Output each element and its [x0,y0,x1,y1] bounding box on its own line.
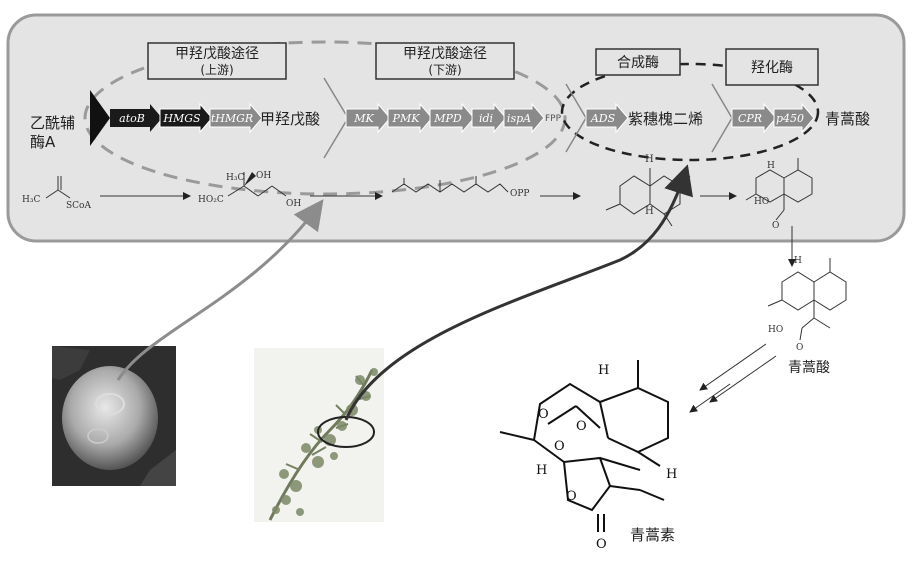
artemisinic-acid-h-label: H [794,256,802,266]
artemisinic-acid-o-label: O [796,343,803,353]
gene-idi: idi [471,102,507,134]
box-mva-upper: 甲羟戊酸途径 (上游) [147,42,287,80]
mva-lower-title: 甲羟戊酸途径 [403,45,487,62]
artemisinic-acid-ho-label: HO [768,325,783,335]
artemisinin-h-top: H [598,363,609,378]
svg-text:PMK: PMK [392,112,421,125]
intermediate-h-label: H [767,161,775,171]
artemisinin-label: 青蒿素 [630,526,675,544]
artemisinin-o-5: O [596,537,607,552]
gene-HMGS: HMGS [159,102,213,134]
svg-text:HMGS: HMGS [162,112,201,125]
acetyl-coa-structure [45,176,71,199]
mva-upper-subtitle: (上游) [200,63,233,77]
mva-oh1-label: OH [256,171,271,181]
mevalonate-label: 甲羟戊酸 [260,110,320,128]
amorph-h-top: H [645,154,654,165]
svg-text:tHMGR: tHMGR [211,112,253,125]
artemisinic-acid-lower-label: 青蒿酸 [788,360,830,376]
fpp-structure [391,183,509,193]
svg-text:ispA: ispA [507,112,531,125]
gene-MPD: MPD [429,102,475,134]
acetyl-coa-label-line1: 乙酰辅 [30,114,75,132]
promoter-triangle [90,90,110,146]
arrow-to-artemisinin-1 [699,343,767,391]
mevalonate-structure [227,172,287,197]
svg-text:MK: MK [353,112,374,125]
fpp-opp-label: OPP [510,189,530,199]
artemisinic-acid-label: 青蒿酸 [825,110,870,128]
intermediate-o-label: O [772,221,779,231]
artemisinin-o-3: O [554,439,565,454]
gene-atoB: atoB [110,104,162,132]
mva-upper-title: 甲羟戊酸途径 [175,45,259,62]
mva-h3c-label: H₃C [226,173,244,183]
artemisinin-h-right: H [666,467,677,482]
acetyl-coa-label-line2: 酶A [30,133,56,151]
hydroxylase-label: 羟化酶 [751,60,793,76]
intermediate-ho-label: HO [754,197,769,207]
artemisia-plant-image [254,348,384,522]
fpp-label: FPP [545,114,562,124]
arrow-to-artemisinin-2 [709,355,777,403]
gene-ispA: ispA [503,102,545,134]
artemisinin-structure [499,360,669,532]
wedge-bond [244,172,256,186]
box-mva-lower: 甲羟戊酸途径 (下游) [375,42,515,80]
svg-text:MPD: MPD [433,112,462,125]
mva-oh2-label: OH [286,199,301,209]
amorphadiene-label: 紫穗槐二烯 [628,110,703,128]
svg-text:atoB: atoB [119,112,145,125]
box-hydroxylase: 羟化酶 [725,48,819,86]
scoa-label: SCoA [66,201,91,211]
artemisinic-intermediate-structure [745,158,813,221]
artemisinin-o-2: O [576,419,587,434]
artemisinic-acid-structure [767,258,847,341]
mva-dashed-ellipse [83,40,567,196]
artemisinin-h-left: H [536,463,547,478]
h3c-label: H₃C [22,195,40,205]
gene-MK: MK [345,102,391,134]
yeast-to-mva-arrow [116,199,324,381]
plant-to-amorph-arrow [344,164,693,421]
gene-ADS: ADS [585,102,629,134]
svg-text:CPR: CPR [738,112,762,125]
artemisinin-o-1: O [538,407,549,422]
gene-p450: p450 [773,102,815,134]
svg-text:idi: idi [479,112,493,125]
svg-text:ADS: ADS [590,112,616,125]
gene-tHMGR: tHMGR [209,102,263,134]
gene-PMK: PMK [387,102,433,134]
arrow-to-artemisinin-3 [689,383,731,413]
gene-CPR: CPR [731,102,777,134]
amorphadiene-dashed-ellipse [560,62,820,162]
synthase-label: 合成酶 [617,55,659,71]
mva-lower-subtitle: (下游) [428,63,461,77]
mva-ho2c-label: HO₂C [198,195,224,205]
amorph-h-bottom: H [645,206,654,217]
box-synthase: 合成酶 [595,48,681,76]
artemisinin-o-4: O [566,489,577,504]
yeast-sem-image [52,346,176,486]
svg-text:p450: p450 [776,112,804,125]
